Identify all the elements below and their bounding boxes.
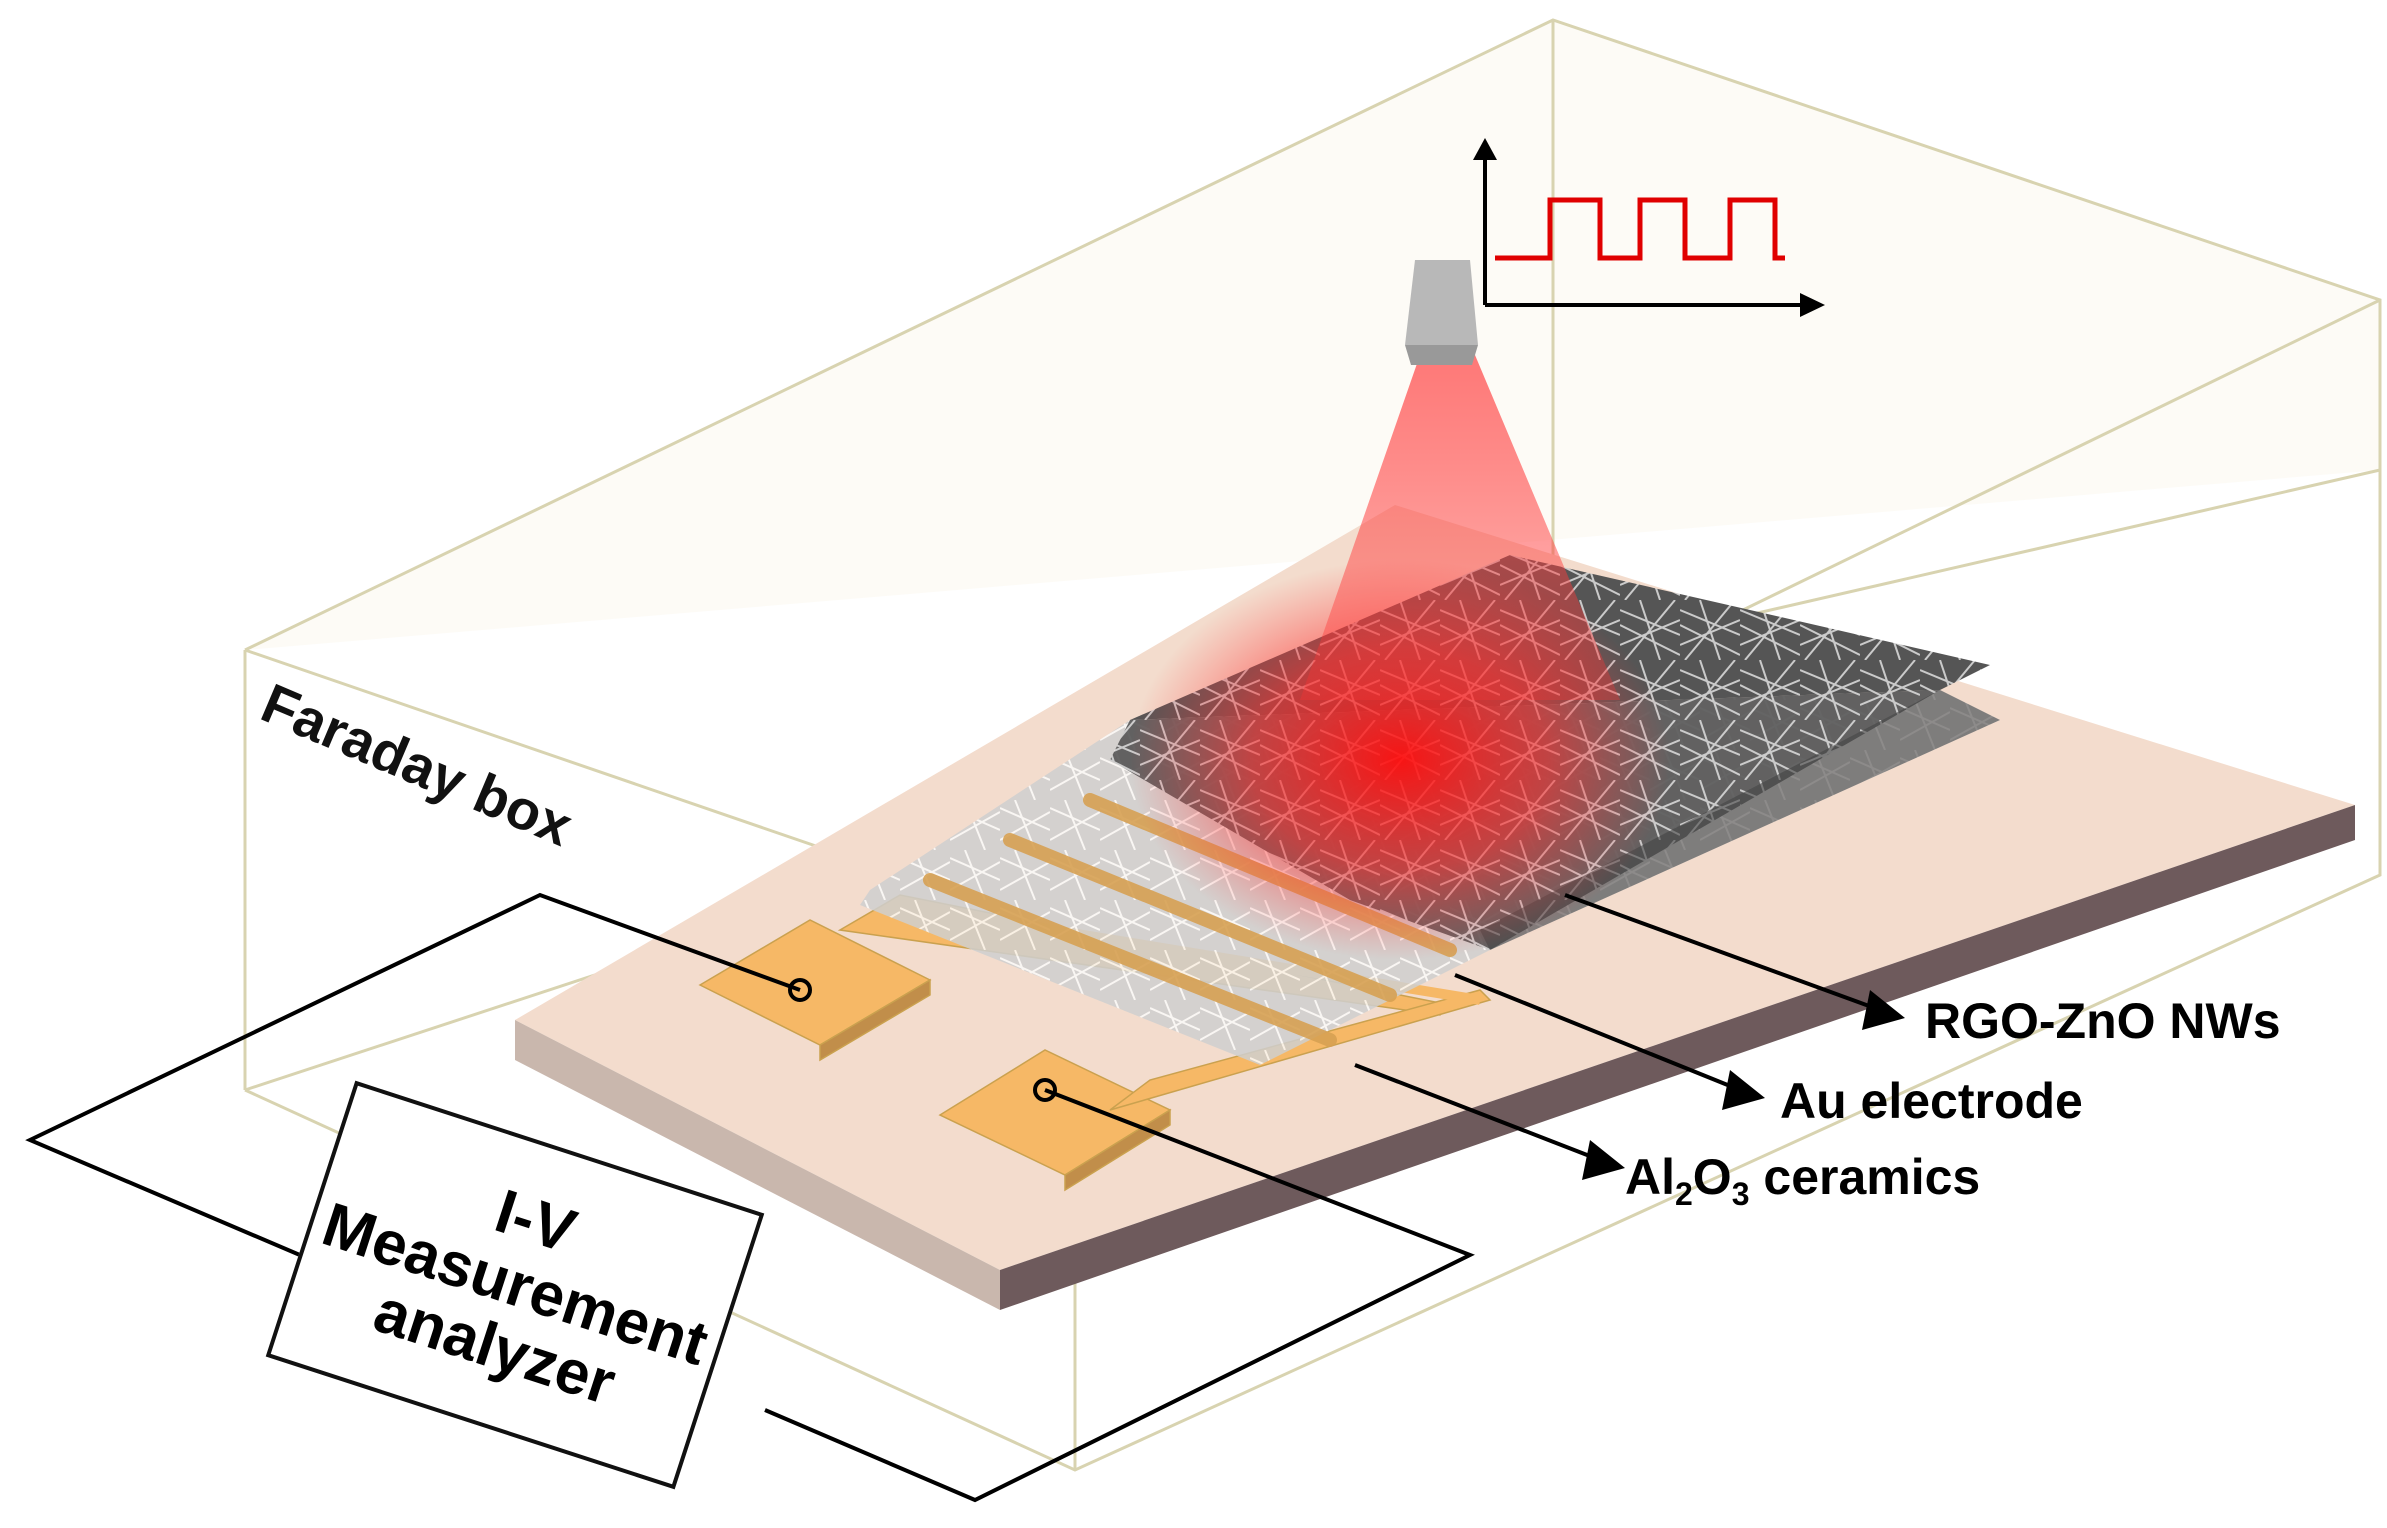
square-wave-icon	[1473, 138, 1825, 317]
al2o3-label: Al2O3 ceramics	[1625, 1149, 1981, 1212]
au-electrode-label: Au electrode	[1780, 1073, 2083, 1129]
measurement-wires	[25, 892, 1475, 1503]
laser-beam	[1300, 355, 1620, 700]
callout-arrows	[1354, 893, 1905, 1180]
rgo-zno-label: RGO-ZnO NWs	[1925, 993, 2281, 1049]
laser-head-icon	[1405, 260, 1478, 365]
